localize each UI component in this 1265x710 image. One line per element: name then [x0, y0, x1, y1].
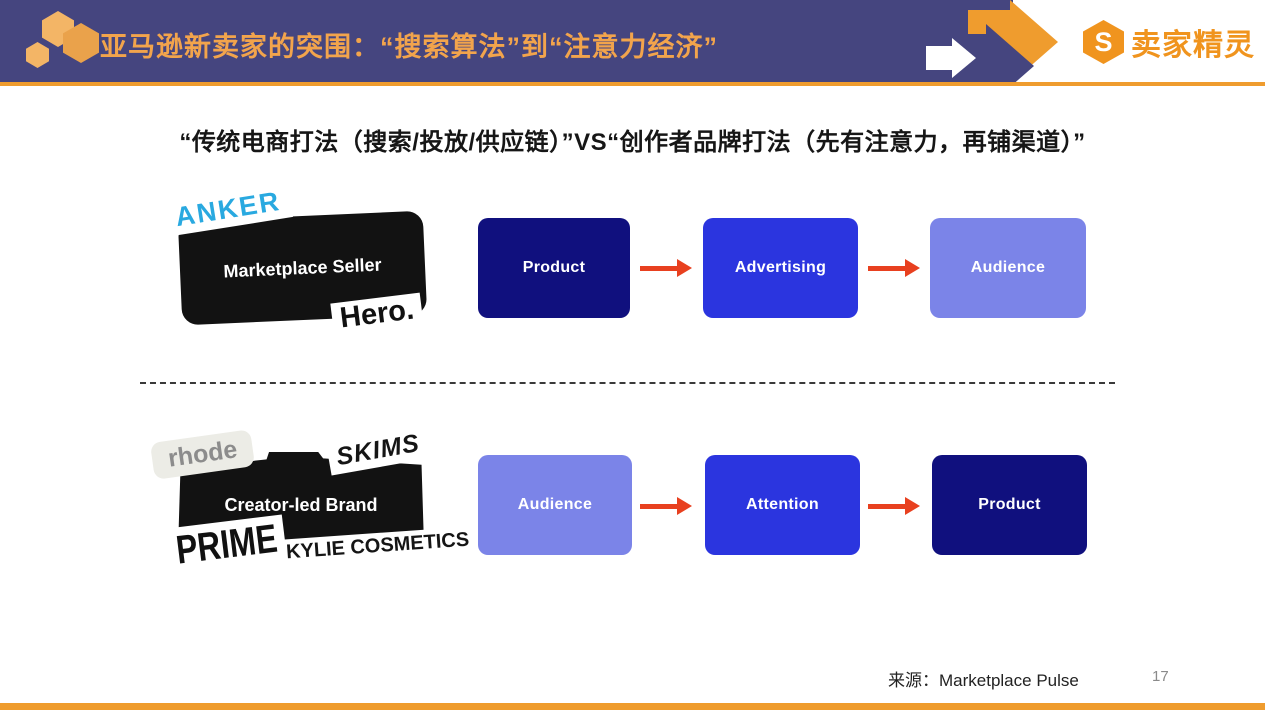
sellersprite-logo: S 卖家精灵 — [1083, 20, 1255, 64]
flow-box-advertising: Advertising — [703, 218, 858, 318]
flow-box-audience: Audience — [478, 455, 632, 555]
source-attribution: 来源：Marketplace Pulse — [888, 671, 1079, 690]
comparison-headline: “传统电商打法（搜索/投放/供应链）”VS“创作者品牌打法（先有注意力，再铺渠道… — [179, 129, 1086, 156]
fast-forward-arrows-icon — [926, 0, 1058, 82]
bottom-accent-bar — [0, 703, 1265, 710]
right-arrow-icon — [868, 497, 920, 515]
flow-box-attention: Attention — [705, 455, 860, 555]
right-arrow-icon — [640, 497, 692, 515]
page-number: 17 — [1152, 668, 1169, 685]
sellersprite-logo-text: 卖家精灵 — [1131, 29, 1255, 62]
right-arrow-icon — [640, 259, 692, 277]
dashed-divider — [140, 382, 1115, 384]
header-background — [0, 0, 1013, 82]
flow-box-product: Product — [478, 218, 630, 318]
white-arrow-icon — [926, 38, 976, 78]
header-bar: 亚马逊新卖家的突围：“搜索算法”到“注意力经济” S 卖家精灵 — [0, 0, 1265, 86]
right-arrow-icon — [868, 259, 920, 277]
flow-box-product: Product — [932, 455, 1087, 555]
hexagon-logo-icon — [26, 42, 49, 68]
slide-header-title: 亚马逊新卖家的突围：“搜索算法”到“注意力经济” — [100, 32, 718, 62]
sellersprite-hexagon-icon: S — [1083, 20, 1124, 64]
flow-box-audience: Audience — [930, 218, 1086, 318]
